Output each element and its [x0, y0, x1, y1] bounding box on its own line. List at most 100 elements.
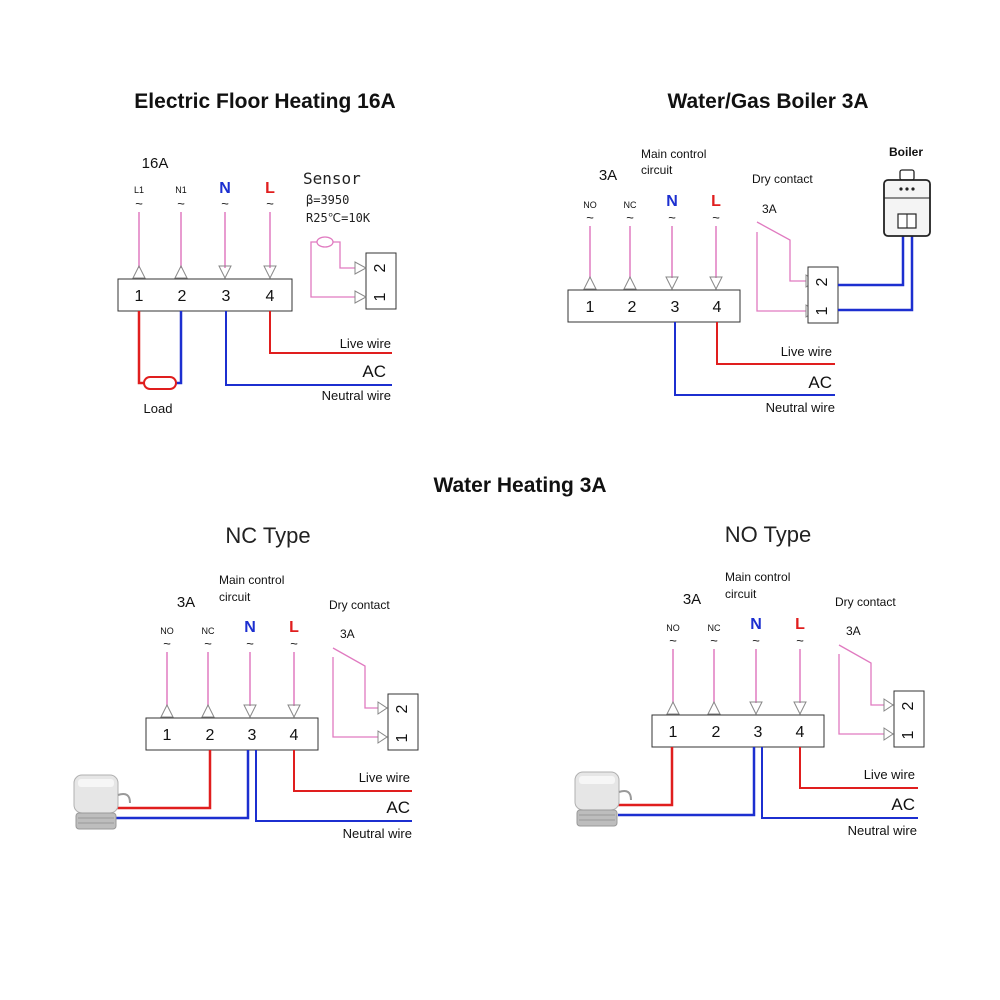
label-n: N [666, 193, 678, 210]
tilde: ~ [586, 210, 594, 225]
terminal-arrow [201, 703, 215, 718]
dry-terminal-block [893, 690, 925, 748]
wire-actuator-neutral [114, 750, 250, 820]
label-live-wire: Live wire [864, 767, 915, 782]
dry-terminal-1: 1 [814, 306, 831, 315]
sensor-wire-1 [310, 241, 355, 298]
label-beta: β=3950 [306, 193, 349, 207]
label-no: NO [583, 200, 597, 210]
sensor-wire-2 [333, 241, 355, 269]
terminal-arrow [709, 276, 723, 291]
label-dry-3a: 3A [846, 624, 861, 638]
terminal-3: 3 [248, 727, 257, 744]
wire-neutral [225, 311, 392, 386]
wire-actuator-live [114, 750, 212, 810]
terminal-4: 4 [796, 724, 805, 741]
label-live-wire: Live wire [340, 336, 391, 351]
title-floor-heating: Electric Floor Heating 16A [134, 90, 395, 113]
terminal-block [567, 289, 741, 323]
terminal-1: 1 [135, 288, 144, 305]
label-circuit: circuit [725, 587, 757, 601]
label-live-wire: Live wire [781, 344, 832, 359]
terminal-1: 1 [163, 727, 172, 744]
label-no: NO [666, 623, 680, 633]
wire-actuator-neutral [618, 747, 756, 817]
panel-no-type: NO Type 3A Main control circuit NO NC N … [574, 522, 925, 838]
tilde: ~ [710, 633, 718, 648]
label-boiler: Boiler [889, 145, 923, 159]
wire-neutral [255, 750, 412, 822]
terminal-arrow [377, 701, 388, 715]
terminal-2: 2 [628, 299, 637, 316]
title-nc-type: NC Type [225, 523, 310, 548]
dry-terminal-block [387, 693, 419, 751]
title-no-type: NO Type [725, 522, 811, 547]
label-nc: NC [202, 626, 215, 636]
label-n: N [244, 619, 256, 636]
dry-terminal-1: 1 [394, 733, 411, 742]
label-3a: 3A [683, 591, 701, 608]
terminal-arrow [665, 276, 679, 291]
terminal-arrow [793, 701, 807, 716]
wire-boiler-1 [838, 236, 914, 312]
wire-boiler-2 [838, 236, 905, 287]
label-neutral-wire: Neutral wire [766, 400, 835, 415]
label-n1: N1 [175, 185, 187, 195]
label-nc: NC [624, 200, 637, 210]
tilde: ~ [135, 196, 143, 211]
tilde: ~ [163, 636, 171, 651]
terminal-arrow [883, 698, 894, 712]
dry-contact-wire [332, 657, 378, 738]
tilde: ~ [712, 210, 720, 225]
label-no: NO [160, 626, 174, 636]
label-dry-3a: 3A [340, 627, 355, 641]
label-16a: 16A [142, 155, 169, 172]
terminal-3: 3 [222, 288, 231, 305]
tilde: ~ [204, 636, 212, 651]
label-load: Load [144, 401, 173, 416]
label-n: N [750, 616, 762, 633]
label-l: L [265, 180, 275, 197]
label-live-wire: Live wire [359, 770, 410, 785]
dry-contact-wire [756, 232, 806, 312]
tilde: ~ [266, 196, 274, 211]
terminal-3: 3 [671, 299, 680, 316]
terminal-3: 3 [754, 724, 763, 741]
terminal-block [117, 278, 293, 312]
dry-terminal-2: 2 [394, 704, 411, 713]
tilde: ~ [177, 196, 185, 211]
panel-nc-type: NC Type 3A Main control circuit NO NC N … [73, 523, 419, 841]
sensor-terminal-block [365, 252, 397, 310]
wire-neutral [674, 322, 835, 396]
label-3a: 3A [599, 167, 617, 184]
terminal-arrow [287, 704, 301, 719]
tilde: ~ [246, 636, 254, 651]
terminal-4: 4 [290, 727, 299, 744]
terminal-arrow [132, 264, 146, 279]
dry-contact-switch [838, 644, 884, 706]
terminal-2: 2 [712, 724, 721, 741]
terminal-2: 2 [178, 288, 187, 305]
terminal-1: 1 [586, 299, 595, 316]
label-nc: NC [708, 623, 721, 633]
dry-terminal-block [807, 266, 839, 324]
label-l: L [795, 616, 805, 633]
label-sensor: Sensor [303, 169, 361, 188]
panel-floor-heating: Electric Floor Heating 16A 16A L 1 N1 N L… [117, 90, 397, 416]
terminal-arrow [749, 701, 763, 716]
label-n: N [219, 180, 231, 197]
terminal-block [145, 717, 319, 751]
label-dry-contact: Dry contact [752, 172, 813, 186]
terminal-arrow [174, 264, 188, 279]
title-water-heating: Water Heating 3A [433, 474, 606, 497]
panel-boiler: Water/Gas Boiler 3A 3A Main control circ… [567, 90, 931, 415]
label-l: L [711, 193, 721, 210]
wire-live [269, 311, 392, 354]
title-boiler: Water/Gas Boiler 3A [667, 90, 868, 113]
terminal-block [651, 714, 825, 748]
terminal-arrow [354, 290, 368, 304]
boiler-icon [883, 169, 931, 237]
label-dry-3a: 3A [762, 202, 777, 216]
terminal-arrow [243, 704, 257, 719]
